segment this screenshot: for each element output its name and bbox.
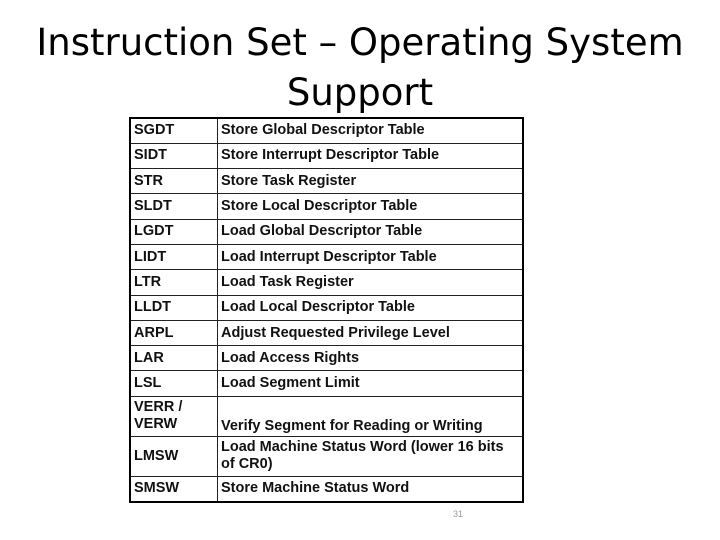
table-row: LAR Load Access Rights bbox=[129, 345, 524, 372]
description-cell: Load Task Register bbox=[217, 269, 524, 296]
table-row: LLDT Load Local Descriptor Table bbox=[129, 294, 524, 321]
mnemonic-cell: LTR bbox=[129, 269, 218, 296]
mnemonic-cell: LIDT bbox=[129, 243, 218, 271]
page-number: 31 bbox=[453, 509, 464, 519]
mnemonic-cell: SLDT bbox=[129, 193, 218, 220]
mnemonic-cell: STR bbox=[129, 168, 218, 195]
table-row: SGDT Store Global Descriptor Table bbox=[129, 117, 524, 144]
mnemonic-cell: LLDT bbox=[129, 294, 218, 321]
slide-title: Instruction Set – Operating System Suppo… bbox=[36, 21, 684, 114]
description-cell: Verify Segment for Reading or Writing bbox=[217, 395, 524, 437]
table-row: LMSW Load Machine Status Word (lower 16 … bbox=[129, 435, 524, 477]
table-row: LIDT Load Interrupt Descriptor Table bbox=[129, 243, 524, 271]
table-row: SLDT Store Local Descriptor Table bbox=[129, 193, 524, 220]
mnemonic-cell: SMSW bbox=[129, 475, 218, 503]
table-row: LTR Load Task Register bbox=[129, 269, 524, 296]
mnemonic-cell: ARPL bbox=[129, 319, 218, 347]
mnemonic-cell: LMSW bbox=[129, 435, 218, 477]
description-cell: Store Local Descriptor Table bbox=[217, 193, 524, 220]
description-cell: Adjust Requested Privilege Level bbox=[217, 319, 524, 347]
description-cell: Load Interrupt Descriptor Table bbox=[217, 243, 524, 271]
table-row: VERR / VERW Verify Segment for Reading o… bbox=[129, 395, 524, 437]
description-cell: Load Global Descriptor Table bbox=[217, 218, 524, 245]
table-row: SMSW Store Machine Status Word bbox=[129, 475, 524, 503]
mnemonic-cell: LGDT bbox=[129, 218, 218, 245]
table-row: LSL Load Segment Limit bbox=[129, 370, 524, 397]
mnemonic-cell: SIDT bbox=[129, 142, 218, 170]
table-row: LGDT Load Global Descriptor Table bbox=[129, 218, 524, 245]
table-row: SIDT Store Interrupt Descriptor Table bbox=[129, 142, 524, 170]
mnemonic-cell: LSL bbox=[129, 370, 218, 397]
mnemonic-cell: SGDT bbox=[129, 117, 218, 144]
description-cell: Load Segment Limit bbox=[217, 370, 524, 397]
description-cell: Store Global Descriptor Table bbox=[217, 117, 524, 144]
description-cell: Load Machine Status Word (lower 16 bits … bbox=[217, 435, 524, 477]
table-row: STR Store Task Register bbox=[129, 168, 524, 195]
description-cell: Store Machine Status Word bbox=[217, 475, 524, 503]
description-cell: Load Access Rights bbox=[217, 345, 524, 372]
table-row: ARPL Adjust Requested Privilege Level bbox=[129, 319, 524, 347]
mnemonic-cell: LAR bbox=[129, 345, 218, 372]
description-cell: Load Local Descriptor Table bbox=[217, 294, 524, 321]
description-cell: Store Interrupt Descriptor Table bbox=[217, 142, 524, 170]
description-cell: Store Task Register bbox=[217, 168, 524, 195]
mnemonic-cell: VERR / VERW bbox=[129, 395, 218, 437]
instruction-table: SGDT Store Global Descriptor Table SIDT … bbox=[129, 117, 524, 503]
